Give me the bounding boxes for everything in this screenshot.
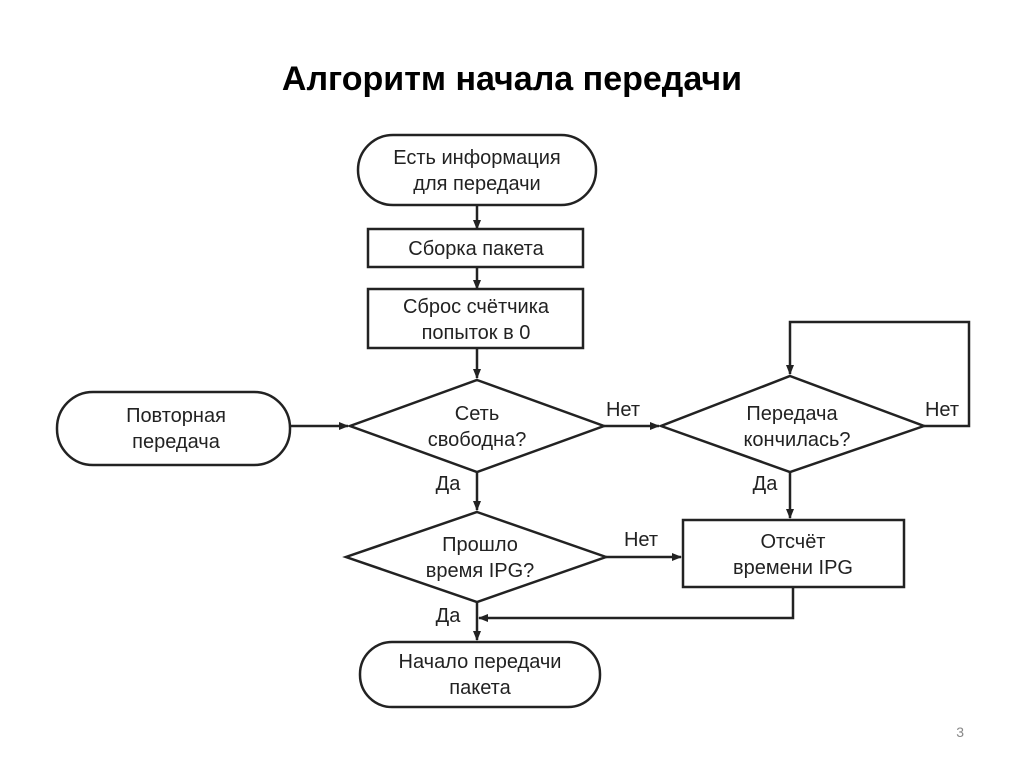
start-label-line1: Есть информация: [393, 147, 561, 169]
label-transfer-no: Нет: [925, 399, 959, 421]
begin-transmission-terminator: Начало передачи пакета: [358, 640, 602, 709]
ipg-count-label-line2: времени IPG: [733, 557, 853, 579]
network-label-line2: свободна?: [428, 429, 527, 451]
ipg-label-line2: время IPG?: [426, 560, 535, 582]
reset-counter-process: Сброс счётчика попыток в 0: [366, 287, 585, 350]
label-transfer-yes: Да: [753, 473, 779, 495]
label-network-no: Нет: [606, 399, 640, 421]
ipg-count-label-line1: Отсчёт: [761, 531, 826, 553]
retransmit-label-line1: Повторная: [126, 405, 226, 427]
arrow-ipg-count-to-merge: [478, 587, 795, 622]
network-free-decision: Сеть свободна?: [346, 378, 608, 474]
ipg-label-line1: Прошло: [442, 534, 518, 556]
start-terminator: Есть информация для передачи: [356, 133, 598, 207]
network-label-line1: Сеть: [455, 403, 499, 425]
ipg-passed-decision: Прошло время IPG?: [342, 510, 610, 604]
transfer-label-line1: Передача: [746, 403, 838, 425]
begin-label-line1: Начало передачи: [399, 651, 562, 673]
label-ipg-yes: Да: [436, 605, 462, 627]
start-label-line2: для передачи: [413, 173, 540, 195]
begin-label-line2: пакета: [449, 677, 511, 699]
edge-labels: Нет Нет Да Да Нет Да: [436, 399, 959, 627]
label-network-yes: Да: [436, 473, 462, 495]
assemble-label: Сборка пакета: [408, 238, 544, 260]
connectors: [290, 205, 971, 641]
retransmit-label-line2: передача: [132, 431, 221, 453]
label-ipg-no: Нет: [624, 529, 658, 551]
arrow-transfer-not-done-loop: [786, 320, 971, 428]
ipg-countdown-process: Отсчёт времени IPG: [681, 518, 906, 589]
reset-label-line1: Сброс счётчика: [403, 296, 550, 318]
retransmit-terminator: Повторная передача: [55, 390, 292, 467]
slide-title: Алгоритм начала передачи: [281, 60, 743, 98]
reset-label-line2: попыток в 0: [422, 322, 531, 344]
transfer-label-line2: кончилась?: [743, 429, 850, 451]
assemble-packet-process: Сборка пакета: [366, 227, 585, 269]
transfer-finished-decision: Передача кончилась?: [657, 374, 928, 474]
page-number: 3: [956, 724, 964, 740]
